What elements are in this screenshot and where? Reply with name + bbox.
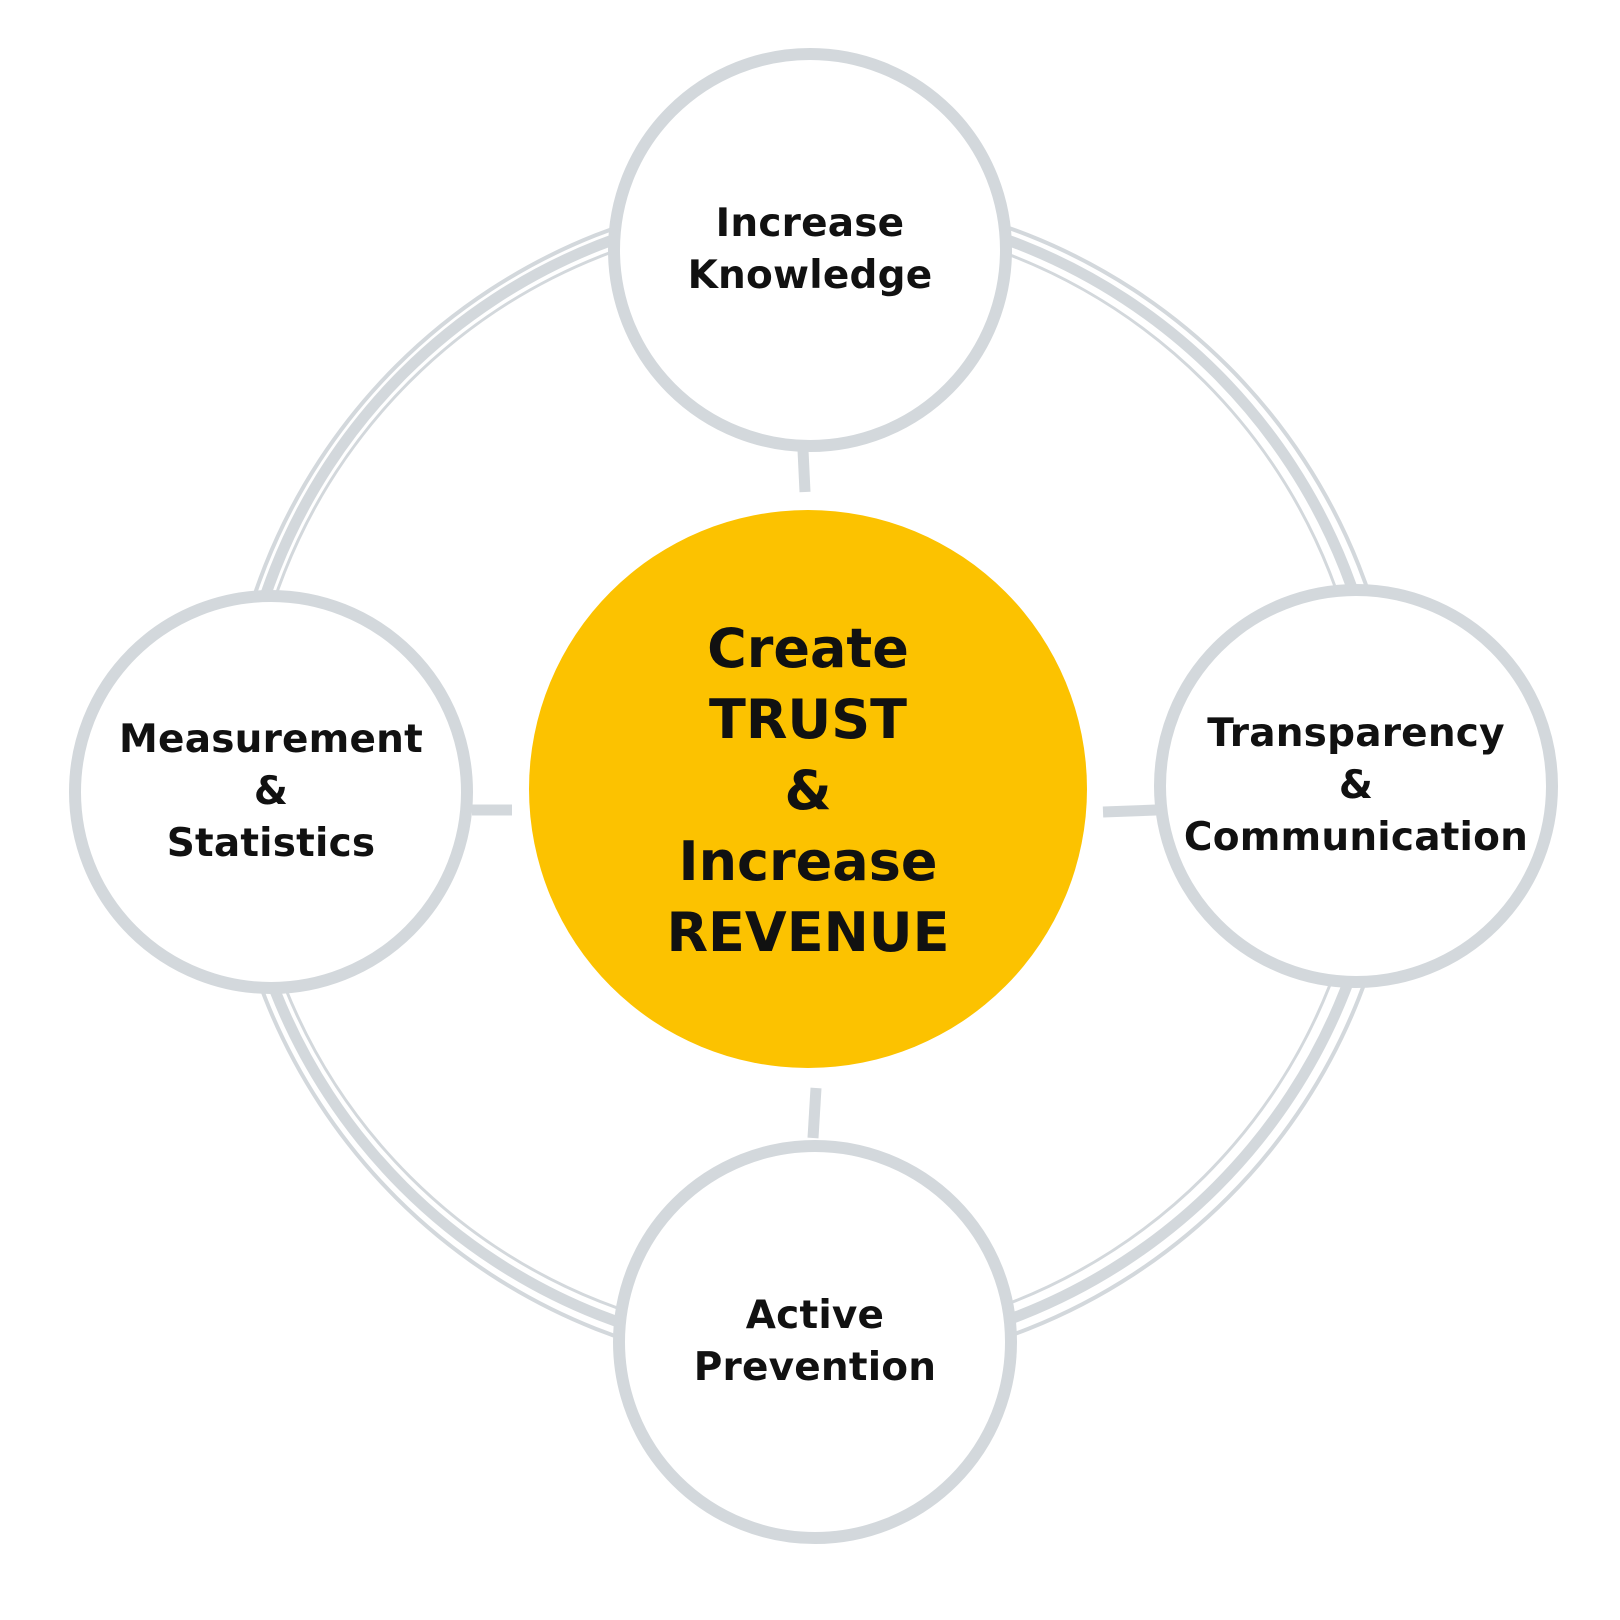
center-line-5: REVENUE: [666, 900, 950, 964]
center-line-3: &: [784, 758, 832, 822]
node-right-label: Transparency & Communication: [1166, 706, 1546, 866]
node-right-line-2: &: [1338, 763, 1374, 808]
node-bottom-line-2: Prevention: [693, 1345, 937, 1390]
node-right-circle: [1154, 584, 1558, 988]
node-left-line-2: &: [253, 769, 289, 814]
connector-bottom: [807, 1087, 822, 1139]
center-circle: [529, 510, 1087, 1068]
node-top-label: Increase Knowledge: [630, 170, 990, 330]
connector-right: [1102, 804, 1157, 818]
node-bottom-label: Active Prevention: [635, 1262, 995, 1422]
node-top-line-1: Increase: [715, 201, 905, 246]
node-bottom-line-1: Active: [745, 1293, 885, 1338]
center-line-1: Create: [707, 616, 909, 680]
node-left-circle: [69, 590, 473, 994]
node-right-line-1: Transparency: [1207, 711, 1505, 756]
node-left-line-3: Statistics: [166, 821, 376, 866]
node-left-label: Measurement & Statistics: [86, 712, 456, 872]
center-label: Create TRUST & Increase REVENUE: [598, 605, 1018, 975]
center-line-2: TRUST: [709, 687, 907, 751]
node-top-line-2: Knowledge: [687, 253, 933, 298]
connector-top: [797, 449, 811, 493]
center-line-4: Increase: [678, 829, 938, 893]
node-left-line-1: Measurement: [119, 717, 423, 762]
node-bottom-circle: [613, 1140, 1017, 1544]
node-top-circle: [608, 48, 1012, 452]
node-right-line-3: Communication: [1183, 815, 1529, 860]
